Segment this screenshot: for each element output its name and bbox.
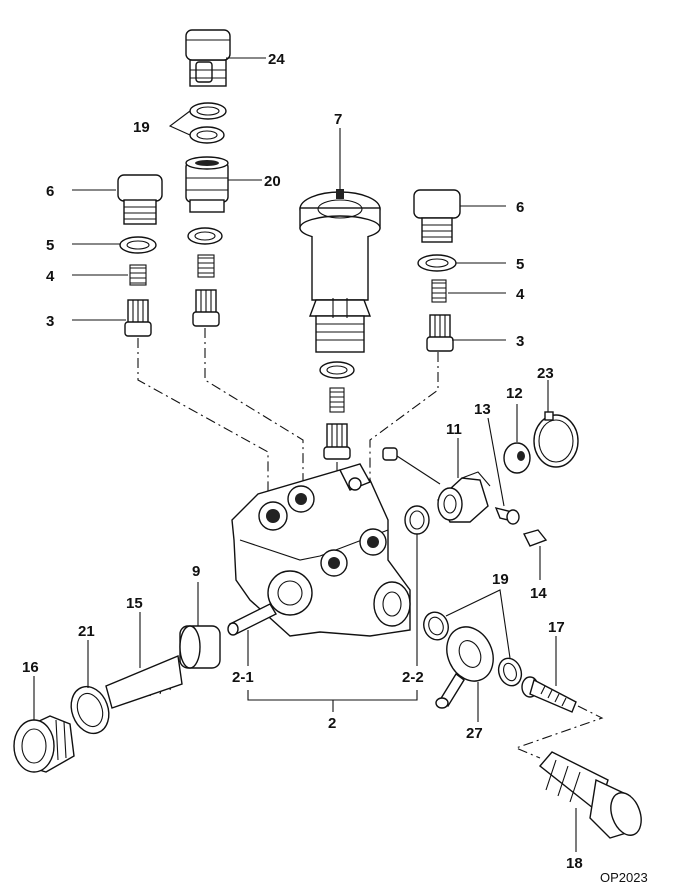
callout-6-right: 6 xyxy=(516,199,524,216)
callout-6-left: 6 xyxy=(46,183,54,200)
part-19-gaskets-lower xyxy=(423,589,523,687)
callout-17: 17 xyxy=(548,619,565,636)
callout-3-left: 3 xyxy=(46,313,54,330)
callout-23: 23 xyxy=(537,365,554,382)
callout-24: 24 xyxy=(268,51,285,68)
part-12-nut xyxy=(503,404,531,474)
part-13-pin xyxy=(487,417,520,525)
callout-19-lower: 19 xyxy=(492,571,509,588)
part-7-valve-holder xyxy=(299,128,381,353)
callout-4-left: 4 xyxy=(46,268,55,285)
part-2-1-pin xyxy=(227,603,277,666)
figure-code: OP2023 xyxy=(600,870,648,885)
callout-13: 13 xyxy=(474,401,491,418)
callout-19-upper: 19 xyxy=(133,119,150,136)
part-9-sleeve xyxy=(179,582,221,669)
callout-2: 2 xyxy=(328,715,336,732)
part-2-bracket xyxy=(247,690,418,701)
center-valve-stack xyxy=(319,361,355,460)
callout-27: 27 xyxy=(466,725,483,742)
part-19-gaskets-upper xyxy=(168,102,227,144)
part-20-connector xyxy=(185,156,262,213)
part-2-2-seal xyxy=(404,505,430,666)
part-11-fitting xyxy=(382,438,491,523)
part-18-banjo-bolt xyxy=(538,751,642,852)
part-2-pump-body xyxy=(231,463,411,637)
part-16-plug xyxy=(13,676,75,773)
callout-15: 15 xyxy=(126,595,143,612)
part-6-plug-left xyxy=(72,174,163,225)
callout-21: 21 xyxy=(78,623,95,640)
part-3-valves xyxy=(72,289,506,352)
part-5-washers xyxy=(72,227,506,272)
part-15-spring xyxy=(105,612,183,709)
part-4-springs xyxy=(72,254,506,303)
callout-2-2: 2-2 xyxy=(402,669,424,686)
part-24-banjo-bolt xyxy=(185,29,266,87)
part-17-bleed-screw xyxy=(521,636,577,713)
part-6-plug-right xyxy=(413,189,506,243)
callout-9: 9 xyxy=(192,563,200,580)
callout-18: 18 xyxy=(566,855,583,872)
part-21-gasket xyxy=(70,640,110,735)
callout-4-right: 4 xyxy=(516,286,525,303)
part-23-snap-ring xyxy=(533,380,579,468)
part-27-banjo xyxy=(435,626,494,722)
callout-2-1: 2-1 xyxy=(232,669,254,686)
callout-7: 7 xyxy=(334,111,342,128)
callout-5-right: 5 xyxy=(516,256,524,273)
callout-14: 14 xyxy=(530,585,547,602)
assembly-line-18 xyxy=(514,705,604,759)
callout-11: 11 xyxy=(446,421,462,438)
callout-16: 16 xyxy=(22,659,39,676)
callout-12: 12 xyxy=(506,385,523,402)
callout-labels: 24 19 7 6 20 6 5 5 4 4 3 3 12 23 11 13 1… xyxy=(22,51,648,885)
callout-5-left: 5 xyxy=(46,237,54,254)
part-14-screw xyxy=(522,529,548,580)
callout-20: 20 xyxy=(264,173,281,190)
callout-3-right: 3 xyxy=(516,333,524,350)
